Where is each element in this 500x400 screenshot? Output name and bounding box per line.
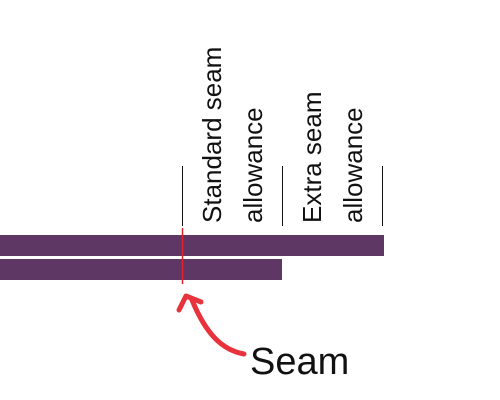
label-standard-line1: Standard seam xyxy=(197,47,227,223)
label-extra-line2: allowance xyxy=(338,107,368,223)
fabric-layer-top xyxy=(0,235,384,256)
seam-arrow-head xyxy=(176,293,204,313)
label-seam: Seam xyxy=(250,341,349,383)
seam-arrow-shaft xyxy=(189,297,247,357)
fabric-layer-bottom xyxy=(0,259,282,280)
label-standard-line2: allowance xyxy=(238,107,268,223)
label-extra-line1: Extra seam xyxy=(297,92,327,224)
